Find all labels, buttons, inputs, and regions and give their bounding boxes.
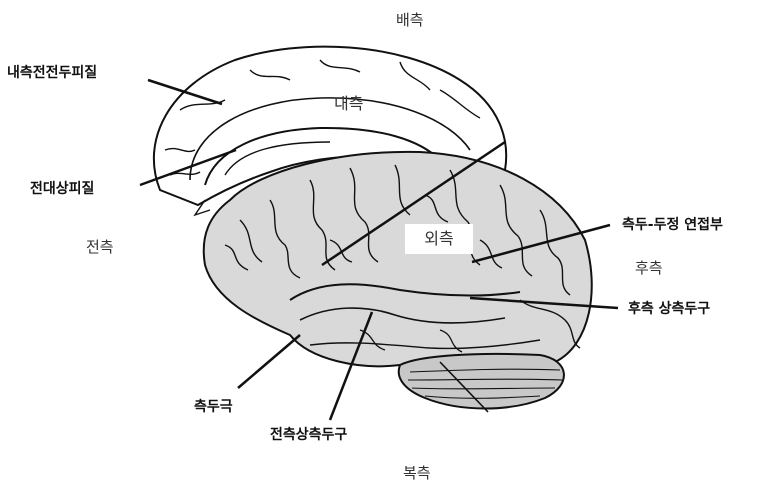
posterior-sts-label: 후측 상측두구: [628, 298, 710, 318]
cerebellum-outline: [399, 354, 564, 409]
dorsal-label: 배측: [396, 9, 424, 30]
temporal-pole-label: 측두극: [194, 396, 233, 416]
posterior-label: 후측: [635, 257, 663, 278]
cerebellum: [399, 354, 564, 412]
tpj-label: 측두-두정 연접부: [622, 214, 723, 234]
anterior-label: 전측: [86, 236, 114, 257]
anterior-cingulate-label: 전대상피질: [30, 178, 94, 198]
lateral-hemisphere: [204, 152, 592, 371]
leader-temporal-pole: [238, 335, 300, 388]
medial-prefrontal-label: 내측전전두피질: [7, 62, 97, 82]
anterior-sts-label: 전측상측두구: [270, 424, 347, 444]
ventral-label: 복측: [403, 462, 431, 483]
medial-view-label: 내측: [334, 90, 363, 114]
lateral-view-label: 외측: [405, 224, 473, 254]
